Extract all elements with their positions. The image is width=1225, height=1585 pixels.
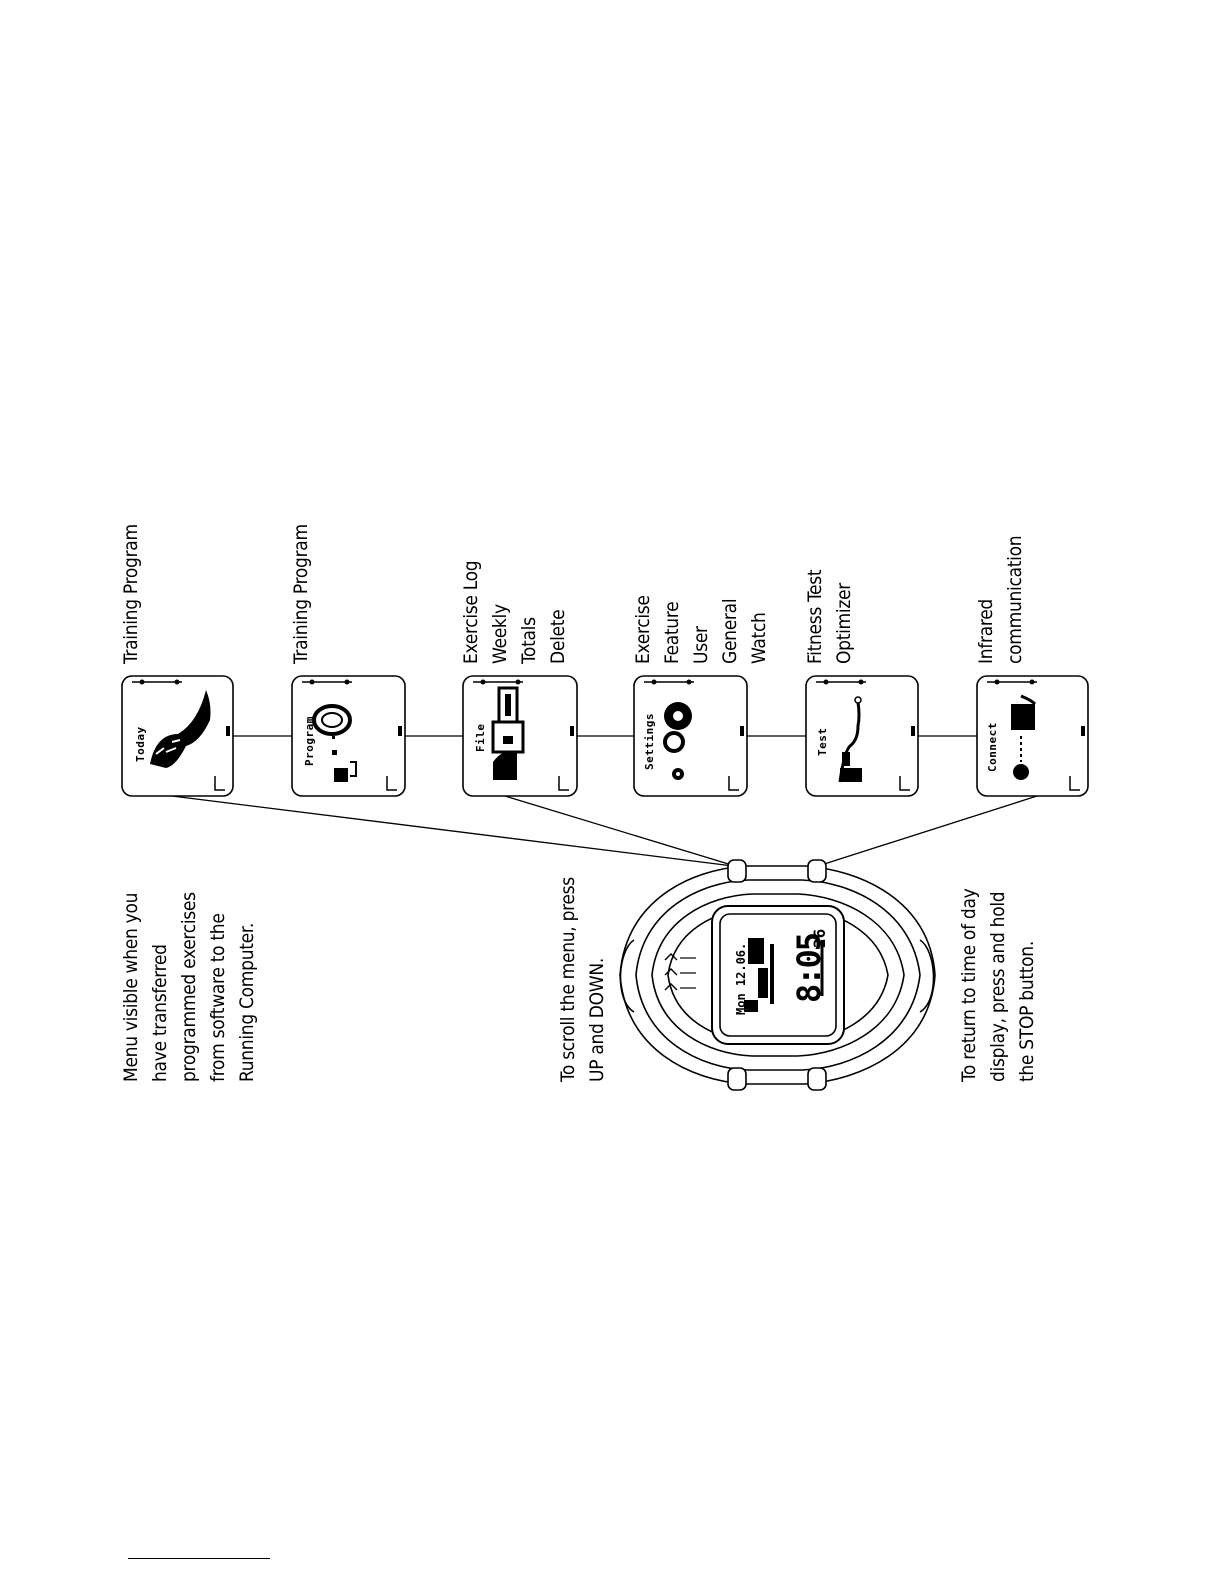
note-line: have transferred (149, 944, 171, 1082)
caption-line: General (719, 598, 741, 664)
screen-label-file: File (474, 723, 487, 753)
caption-line: User (690, 626, 712, 664)
caption-connect: Infrared communication (972, 536, 1030, 664)
caption-line: Optimizer (833, 583, 855, 664)
screen-connect (976, 675, 1089, 797)
note-line: display, press and hold (987, 891, 1009, 1082)
caption-line: Training Program (290, 524, 312, 664)
screen-today (121, 675, 234, 797)
chart-icon (838, 696, 862, 783)
caption-today: Training Program (117, 524, 146, 664)
stopwatch-icon (312, 704, 357, 782)
screen-label-settings: Settings (643, 713, 656, 770)
watch-date: Mon 12.06. (734, 942, 748, 1015)
caption-settings: Exercise Feature User General Watch (629, 595, 774, 664)
note-line: Menu visible when you (120, 892, 142, 1082)
caption-line: Infrared (975, 599, 997, 664)
caption-line: Exercise Log (460, 560, 482, 664)
note-menu-visible: Menu visible when you have transferred p… (117, 892, 262, 1082)
runner-icon (150, 690, 211, 768)
watch-seconds: 26 (810, 928, 829, 948)
caption-line: Fitness Test (804, 569, 826, 664)
pointer-lines (171, 795, 1038, 867)
screen-test (805, 675, 919, 797)
screen-label-test: Test (816, 727, 829, 757)
caption-line: Feature (661, 601, 683, 664)
caption-program: Training Program (287, 524, 316, 664)
note-line: the STOP button. (1016, 941, 1038, 1082)
watch-illustration (619, 859, 936, 1091)
screen-program (291, 675, 406, 797)
screen-label-today: Today (134, 726, 147, 762)
note-return: To return to time of day display, press … (955, 889, 1042, 1082)
footnote-rule (128, 1558, 270, 1559)
screen-label-connect: Connect (986, 722, 999, 772)
screen-label-program: Program (303, 716, 316, 766)
caption-line: Training Program (120, 524, 142, 664)
note-line: from software to the (207, 913, 229, 1082)
screen-settings (633, 675, 748, 797)
caption-line: communication (1004, 535, 1026, 664)
folder-icon (491, 686, 525, 780)
note-line: Running Computer. (236, 923, 258, 1082)
caption-file: Exercise Log Weekly Totals Delete (457, 561, 573, 664)
note-line: UP and DOWN. (586, 958, 608, 1082)
note-line: To return to time of day (958, 888, 980, 1082)
caption-line: Totals (518, 617, 540, 664)
infrared-icon (1011, 694, 1037, 780)
caption-line: Watch (748, 612, 770, 664)
screen-file (462, 675, 578, 797)
gear-icon (663, 702, 692, 780)
note-line: To scroll the menu, press (557, 877, 579, 1082)
caption-line: Weekly (489, 604, 511, 664)
caption-line: Exercise (632, 595, 654, 664)
caption-test: Fitness Test Optimizer (801, 570, 859, 664)
caption-line: Delete (547, 609, 569, 664)
note-line: programmed exercises (178, 892, 200, 1082)
note-scroll: To scroll the menu, press UP and DOWN. (554, 877, 612, 1082)
